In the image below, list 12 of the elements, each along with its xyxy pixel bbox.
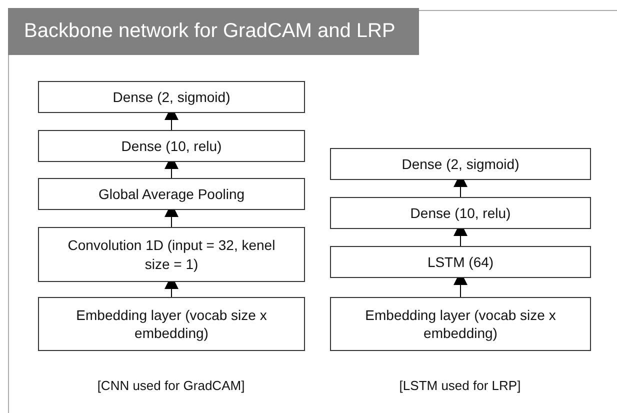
layer-box: Embedding layer (vocab size x embedding) [330, 297, 591, 351]
layer-box: Embedding layer (vocab size x embedding) [38, 297, 305, 351]
layer-box: Dense (10, relu) [38, 130, 305, 162]
caption-text: [CNN used for GradCAM] [97, 378, 245, 393]
layer-box: Global Average Pooling [38, 178, 305, 210]
layer-box: Dense (2, sigmoid) [330, 148, 591, 180]
caption-text: [LSTM used for LRP] [399, 378, 521, 393]
layer-box: Dense (10, relu) [330, 197, 591, 229]
layer-box: Dense (2, sigmoid) [38, 81, 305, 113]
layer-box: LSTM (64) [330, 246, 591, 278]
title-banner: Backbone network for GradCAM and LRP [8, 8, 419, 55]
layer-box: Convolution 1D (input = 32, kenel size = 1) [38, 227, 305, 282]
